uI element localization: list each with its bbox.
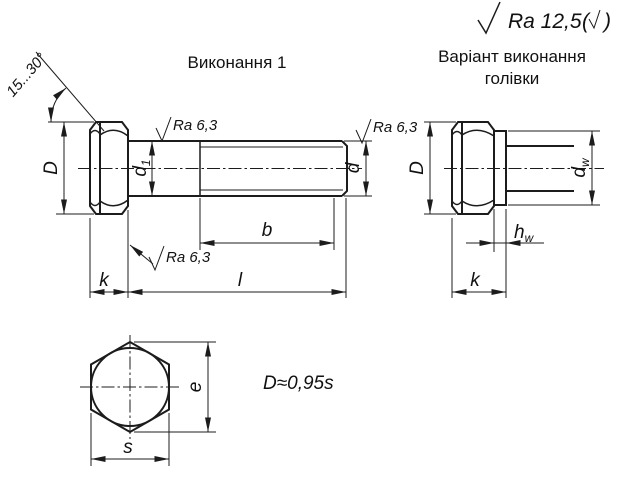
dimension-D-variant: D xyxy=(407,121,456,215)
bolt-head-outline xyxy=(89,121,129,215)
dimension-label-k: k xyxy=(470,270,481,291)
dimension-label-l: l xyxy=(238,270,243,291)
roughness-paren-open: ( xyxy=(582,10,591,33)
roughness-callout-bearing-face: Ra 6,3 xyxy=(129,244,211,272)
dimension-label-hw: hw xyxy=(514,222,535,245)
dw-subscript: w xyxy=(578,157,592,167)
roughness-small-check-icon xyxy=(588,9,601,30)
angle-arc xyxy=(48,87,67,123)
dimension-s: s xyxy=(90,413,170,466)
chamfer-angle-label: 15...30° xyxy=(3,50,50,100)
roughness-local-value: Ra 6,3 xyxy=(173,117,218,134)
general-roughness-note: Ra 12,5 ( ) xyxy=(477,1,611,35)
head-top-view: e s xyxy=(80,335,216,466)
head-contour xyxy=(451,121,495,215)
dimension-label-d1: d1 xyxy=(130,159,153,176)
dimension-label-D: D xyxy=(407,161,428,175)
d1-subscript: 1 xyxy=(139,159,153,166)
roughness-check-icon xyxy=(155,116,172,143)
head-chamfer-arc xyxy=(451,200,463,206)
roughness-general-value: Ra 12,5 xyxy=(508,10,582,33)
dimension-k-main: k xyxy=(89,210,129,298)
bolt-shank-outline xyxy=(128,140,348,197)
roughness-check-icon xyxy=(477,1,501,35)
shank-tip-chamfer xyxy=(341,140,348,197)
roughness-callout-variant: Ra 6,3 xyxy=(355,118,418,145)
chamfer-circle xyxy=(90,347,170,427)
variant-view-title-line2: голівки xyxy=(485,69,540,88)
washer-face-flange xyxy=(493,130,507,206)
head-diameter-note: D≈0,95s xyxy=(263,373,334,394)
roughness-paren-close: ) xyxy=(601,10,611,33)
dimension-b: b xyxy=(199,198,335,250)
head-chamfer-arc xyxy=(99,129,129,137)
roughness-local-value: Ra 6,3 xyxy=(166,249,211,266)
chamfer-angle-callout: 15...30° xyxy=(3,50,105,132)
dimension-k-variant: k xyxy=(451,218,506,298)
roughness-check-icon xyxy=(148,245,165,272)
dimension-label-dw: dw xyxy=(569,157,592,178)
hw-base: h xyxy=(514,222,525,243)
head-chamfer-arc xyxy=(451,130,463,136)
dimension-D-main: D xyxy=(41,121,94,215)
chamfer-extension-line xyxy=(35,51,105,132)
roughness-local-value: Ra 6,3 xyxy=(373,119,418,136)
dimension-label-d: d xyxy=(343,161,364,173)
roughness-check-icon xyxy=(355,118,372,145)
d1-base: d xyxy=(130,165,151,177)
dimension-label-s: s xyxy=(123,437,133,458)
dimension-l: l xyxy=(128,198,347,298)
dimension-dw: dw xyxy=(508,130,600,206)
head-chamfer-arc xyxy=(461,199,495,207)
main-view-title: Виконання 1 xyxy=(188,53,287,72)
hw-subscript: w xyxy=(525,231,535,245)
head-chamfer-arc xyxy=(99,199,129,207)
roughness-callout-shank: Ra 6,3 xyxy=(155,116,218,143)
head-chamfer-arc xyxy=(89,129,101,135)
variant-view-title-line1: Варіант виконання xyxy=(438,47,586,66)
dimension-e: e xyxy=(134,341,216,433)
main-view: D d1 Ra 6,3 d b Ra 6 xyxy=(41,116,372,298)
dimension-label-k: k xyxy=(99,270,110,291)
dimension-d1: d1 xyxy=(130,141,155,196)
head-chamfer-arc xyxy=(461,129,495,137)
dimension-label-b: b xyxy=(262,220,273,241)
dimension-label-D: D xyxy=(41,161,62,175)
dw-base: d xyxy=(569,166,590,178)
head-contour xyxy=(89,121,129,215)
dimension-hw: hw xyxy=(466,209,544,298)
variant-head-outline xyxy=(451,121,574,215)
hexagon-outline xyxy=(90,340,170,434)
variant-head-view: Ra 6,3 D dw hw k xyxy=(355,118,604,298)
leader-line xyxy=(129,244,154,265)
dimension-label-e: e xyxy=(185,382,206,393)
dimension-d-main: d xyxy=(343,140,372,197)
head-chamfer-arc xyxy=(89,201,101,207)
